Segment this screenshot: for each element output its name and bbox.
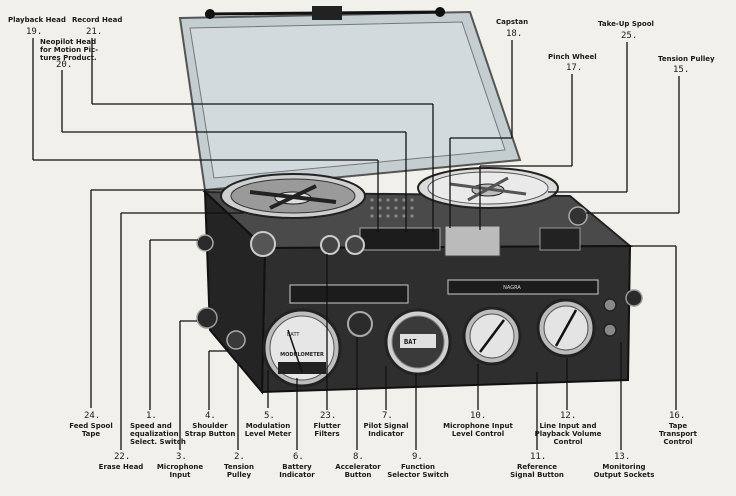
callout-number-1: 1.	[146, 411, 157, 421]
callout-label-2: Tension Pulley	[224, 463, 254, 479]
callout-label-8: Accelerator Button	[335, 463, 381, 479]
take-up-reel	[417, 167, 559, 209]
callout-number-19: 19.	[26, 27, 43, 37]
callout-label-5: Modulation Level Meter	[244, 422, 292, 438]
callout-label-4: Shoulder Strap Button	[184, 422, 236, 438]
callout-label-16: Tape Transport Control	[659, 422, 697, 446]
callout-number-4: 4.	[205, 411, 216, 421]
callout-number-13: 13.	[614, 452, 631, 462]
meter-face-text: MODULOMETER	[280, 352, 324, 358]
callout-number-23: 23.	[320, 411, 337, 421]
callout-number-3: 3.	[176, 452, 187, 462]
callout-number-5: 5.	[264, 411, 275, 421]
callout-number-18: 18.	[506, 29, 523, 39]
callout-label-24: Feed Spool Tape	[69, 422, 113, 438]
callout-number-21: 21.	[86, 27, 103, 37]
callout-label-3: Microphone Input	[156, 463, 204, 479]
callout-number-12: 12.	[560, 411, 577, 421]
callout-label-1: Speed and equalization Select. Switch	[130, 422, 186, 446]
callout-label-6: Battery Indicator	[279, 463, 315, 479]
callout-number-2: 2.	[234, 452, 245, 462]
leader-lines	[32, 38, 680, 450]
callout-number-20: 20.	[56, 60, 73, 70]
brand-plate-text: NAGRA	[503, 285, 521, 291]
callout-label-17: Pinch Wheel	[548, 53, 597, 61]
callout-number-9: 9.	[412, 452, 423, 462]
callout-number-10: 10.	[470, 411, 487, 421]
callout-label-11: Reference Signal Button	[510, 463, 564, 479]
callout-label-13: Monitoring Output Sockets	[593, 463, 655, 479]
callout-number-8: 8.	[353, 452, 364, 462]
callout-label-21: Record Head	[72, 16, 123, 24]
front-panel	[196, 234, 643, 388]
callout-number-7: 7.	[382, 411, 393, 421]
callout-label-9: Function Selector Switch	[387, 463, 449, 479]
callout-label-25: Take-Up Spool	[598, 20, 654, 28]
callout-number-24: 24.	[84, 411, 101, 421]
callout-number-22: 22.	[114, 452, 131, 462]
callout-number-17: 17.	[566, 63, 583, 73]
callout-label-20: Neopilot Head for Motion Pic- tures Prod…	[40, 38, 99, 62]
callout-label-23: Flutter Filters	[313, 422, 341, 438]
callout-label-22: Erase Head	[98, 463, 144, 471]
callout-label-10: Microphone Input Level Control	[443, 422, 513, 438]
meter-batt-label: BATT	[287, 332, 300, 338]
callout-number-16: 16.	[669, 411, 686, 421]
callout-label-12: Line Input and Playback Volume Control	[534, 422, 602, 446]
callout-number-11: 11.	[530, 452, 547, 462]
callout-number-6: 6.	[293, 452, 304, 462]
callout-number-25: 25.	[621, 31, 638, 41]
callout-label-18: Capstan	[496, 18, 529, 26]
transparent-lid	[178, 6, 522, 192]
callout-label-7: Pilot Signal Indicator	[363, 422, 409, 438]
selector-position-text: BAT	[404, 338, 417, 346]
callout-number-15: 15.	[673, 65, 690, 75]
callout-label-15: Tension Pulley	[658, 55, 715, 63]
callout-label-19: Playback Head	[8, 16, 66, 24]
feed-reel	[220, 173, 366, 219]
